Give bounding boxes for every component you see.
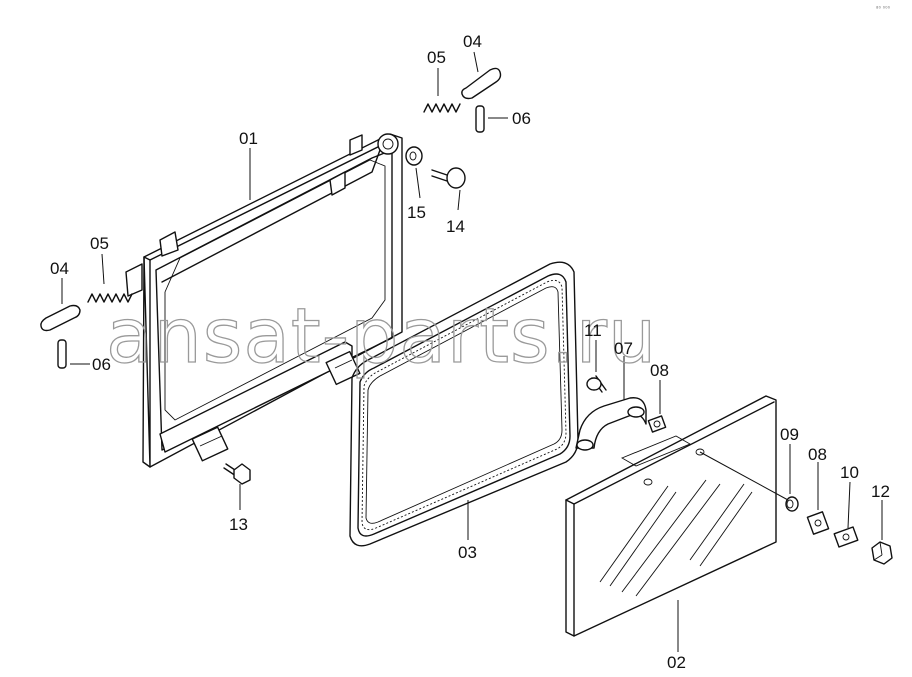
callout-08-upper: 08	[650, 361, 669, 380]
rod-part-06-lower	[57, 339, 67, 369]
callout-04-lower: 04	[50, 259, 69, 278]
spring-part-05-lower	[87, 293, 133, 303]
callout-09: 09	[780, 425, 799, 444]
screw-part-11	[586, 375, 607, 393]
callout-14: 14	[446, 217, 465, 236]
callout-13: 13	[229, 515, 248, 534]
window-frame-part-01	[125, 133, 403, 468]
handle-part-07	[575, 397, 647, 451]
callout-12: 12	[871, 482, 890, 501]
spring-part-05-upper	[423, 103, 461, 113]
callout-10: 10	[840, 463, 859, 482]
callout-15: 15	[407, 203, 426, 222]
nut-plate-part-08-upper	[647, 415, 667, 433]
callout-07: 07	[614, 339, 633, 358]
bushing-part-09	[699, 451, 799, 512]
washer-plate-part-10	[833, 526, 859, 548]
cap-nut-part-12	[871, 541, 893, 565]
callout-labels: 01 05 04 06 15 14 05 04 06 13 03 02 11 0…	[50, 32, 890, 672]
watermark-text: ansat-parts.ru	[106, 291, 657, 380]
callout-06-upper: 06	[512, 109, 531, 128]
leader-lines	[61, 51, 883, 652]
pin-part-14	[431, 167, 466, 189]
callout-02: 02	[667, 653, 686, 672]
callout-05-upper: 05	[427, 48, 446, 67]
callout-01: 01	[239, 129, 258, 148]
corner-mark: ₈₀ ₀₀₀	[876, 4, 891, 10]
pin-part-04-lower	[40, 304, 81, 332]
rod-part-06-upper	[475, 105, 485, 133]
callout-08-lower: 08	[808, 445, 827, 464]
callout-04-upper: 04	[463, 32, 482, 51]
callout-05-lower: 05	[90, 234, 109, 253]
callout-11: 11	[584, 321, 602, 340]
callout-06-lower: 06	[92, 355, 111, 374]
washer-part-15	[405, 146, 423, 166]
callout-03: 03	[458, 543, 477, 562]
pin-part-04-upper	[461, 67, 502, 100]
nut-plate-part-08-lower	[806, 511, 830, 535]
glass-pane-part-02	[565, 395, 777, 637]
bolt-part-13	[223, 463, 251, 485]
